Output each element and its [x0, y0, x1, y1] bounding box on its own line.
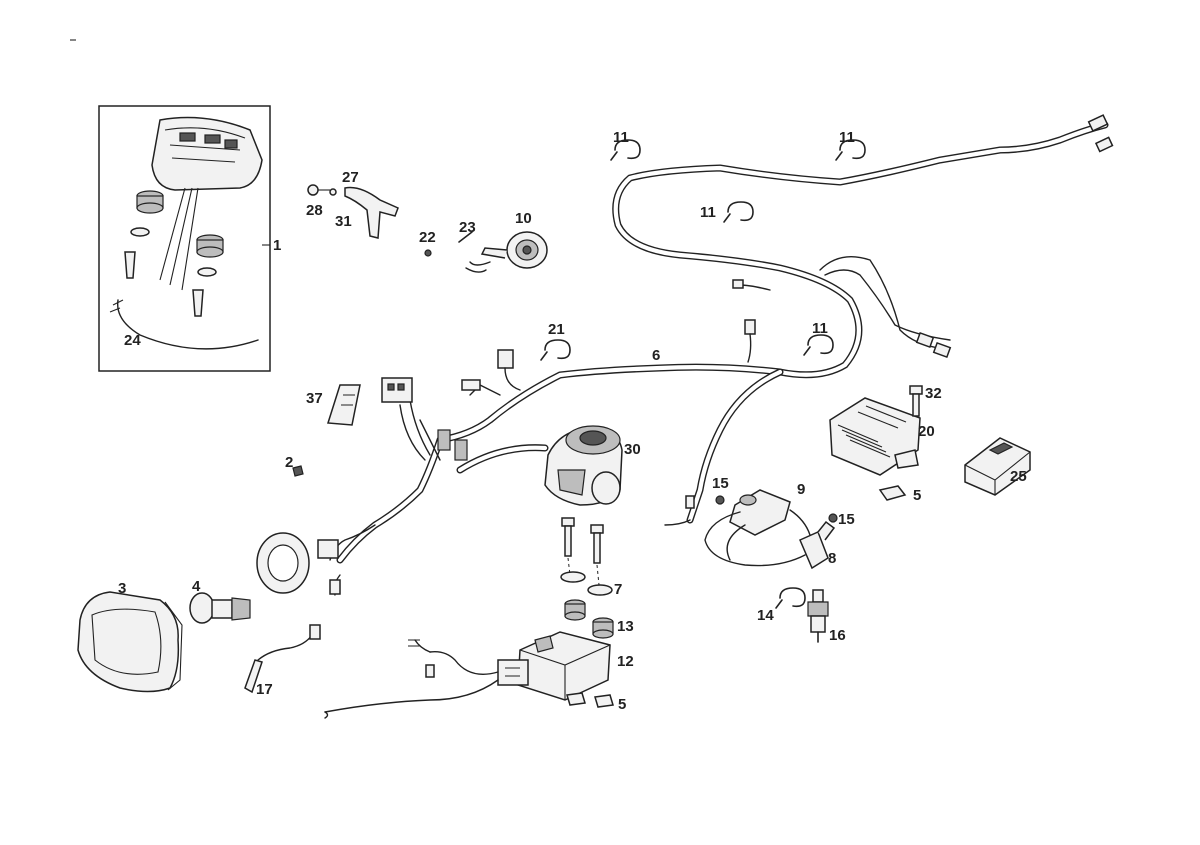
callout-4: 4	[192, 578, 201, 595]
ignition-coil-9	[704, 489, 811, 567]
callout-23: 23	[459, 219, 476, 236]
clamp-11	[803, 334, 834, 356]
callout-15: 15	[712, 475, 729, 492]
clamp-11	[723, 201, 754, 223]
pin-23	[458, 231, 473, 243]
callout-1: 1	[273, 237, 281, 254]
callout-16: 16	[829, 627, 846, 644]
clip-5	[878, 485, 907, 501]
callout-8: 8	[828, 550, 836, 567]
callout-32: 32	[925, 385, 942, 402]
ignition-switch-30	[544, 425, 623, 506]
regulator-20	[829, 397, 921, 476]
callout-31: 31	[335, 213, 352, 230]
washer-7	[560, 571, 613, 596]
callout-14: 14	[757, 607, 774, 624]
callout-25: 25	[1010, 468, 1027, 485]
washer-31	[329, 188, 337, 196]
callout-11: 11	[839, 129, 855, 146]
callout-28: 28	[306, 202, 323, 219]
bolt-28	[307, 184, 319, 196]
rubber-mount-13	[564, 599, 614, 639]
bolt-32	[909, 385, 923, 417]
callout-7: 7	[614, 581, 622, 598]
horn-10	[465, 231, 548, 273]
main-harness-6	[317, 114, 1114, 596]
headlight-3	[77, 591, 183, 693]
bulb-4	[189, 592, 251, 624]
callout-22: 22	[419, 229, 436, 246]
relay-25	[964, 437, 1031, 496]
clip-2	[292, 465, 304, 477]
instrument-panel-box	[98, 105, 271, 372]
callout-21: 21	[548, 321, 565, 338]
clamp-11	[835, 139, 866, 161]
screw-15	[715, 495, 725, 505]
callout-27: 27	[342, 169, 359, 186]
bracket-group	[307, 184, 399, 239]
mounting-bolts	[561, 517, 604, 586]
fuse-holder-37	[327, 384, 361, 426]
callout-17: 17	[256, 681, 273, 698]
spark-plug-16	[807, 589, 829, 643]
callout-11: 11	[812, 320, 828, 337]
callout-13: 13	[617, 618, 634, 635]
callout-5-regulator: 5	[913, 487, 921, 504]
callout-6: 6	[652, 347, 660, 364]
headlight-ring	[256, 532, 310, 594]
callout-30: 30	[624, 441, 641, 458]
sensor-17	[244, 624, 321, 694]
screw-15	[828, 513, 838, 523]
cdi-unit-12	[324, 631, 611, 719]
callout-10: 10	[515, 210, 532, 227]
callout-2: 2	[285, 454, 293, 471]
clamp-11	[610, 139, 641, 161]
bracket-27	[344, 186, 399, 239]
screw-22	[424, 249, 432, 257]
callout-37: 37	[306, 390, 323, 407]
clamp-21	[540, 339, 571, 361]
callout-labels: 1 2 3 4 5 5 6 7 8 9 10 11 11 11 11 12 13…	[118, 129, 1027, 713]
callout-11: 11	[613, 129, 629, 146]
callout-20: 20	[918, 423, 935, 440]
callout-24: 24	[124, 332, 141, 349]
clamp-14	[775, 587, 806, 609]
spark-plug-cap-8	[799, 520, 836, 570]
multi-connector	[381, 377, 413, 403]
callout-12: 12	[617, 653, 634, 670]
callout-5-cdi: 5	[618, 696, 626, 713]
callout-9: 9	[797, 481, 805, 498]
callout-11: 11	[700, 204, 716, 221]
callout-15: 15	[838, 511, 855, 528]
instrument-panel-group	[98, 105, 271, 372]
clip-5	[566, 692, 614, 708]
callout-3: 3	[118, 580, 126, 597]
